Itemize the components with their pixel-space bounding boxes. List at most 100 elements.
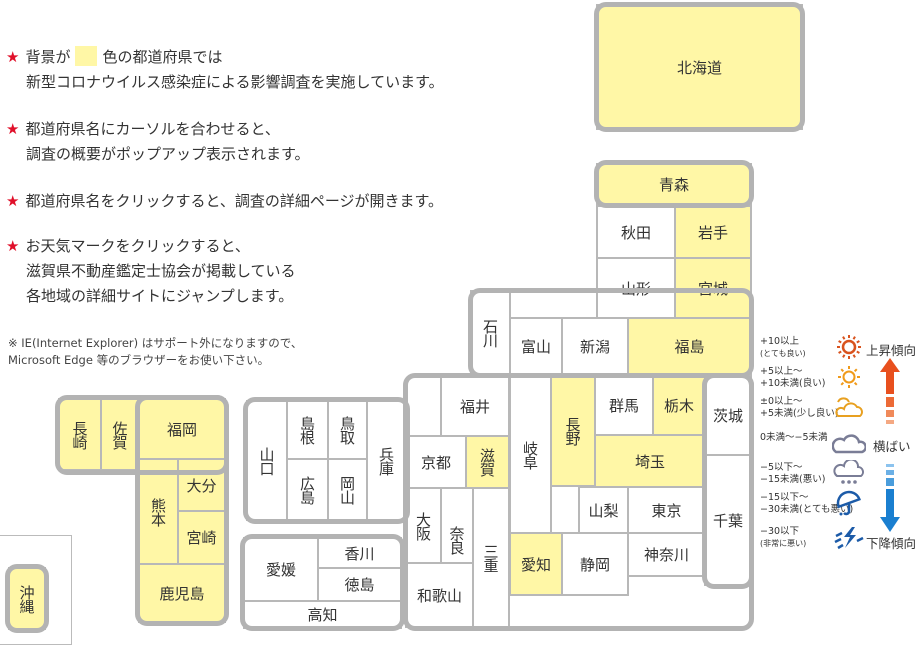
star-icon: ★: [6, 120, 20, 138]
prefecture-name: 茨城: [712, 407, 743, 425]
prefecture-36[interactable]: 香川: [317, 537, 402, 569]
prefecture-name: 熊本: [149, 497, 167, 526]
prefecture-21[interactable]: 千葉: [704, 454, 752, 586]
prefecture-35[interactable]: 愛媛: [243, 537, 319, 602]
down-bar: [886, 470, 894, 475]
prefecture-42[interactable]: 熊本: [138, 458, 179, 565]
prefecture-name: 福井: [459, 397, 490, 416]
sun-icon[interactable]: [832, 364, 866, 390]
prefecture-name: 宮崎: [186, 529, 217, 547]
prefecture-name: 山形: [620, 279, 651, 298]
prefecture-12[interactable]: 滋賀: [465, 435, 510, 489]
cloud-icon[interactable]: [831, 430, 867, 456]
down-arrowhead: [880, 517, 900, 532]
legend-line2: (とても良い): [760, 349, 806, 358]
prefecture-19[interactable]: 山梨: [578, 486, 629, 534]
note-weather: ★お天気マークをクリックすると、 滋賀県不動産鑑定士協会が掲載している 各地域の…: [6, 234, 296, 309]
note-text: 調査の概要がポップアップ表示されます。: [26, 145, 310, 163]
prefecture-31[interactable]: 鳥取: [327, 400, 368, 460]
browser-note-line: ※ IE(Internet Explorer) はサポート外になりますので、: [8, 336, 303, 350]
prefecture-1[interactable]: 青森: [596, 163, 752, 206]
prefecture-38[interactable]: 高知: [243, 600, 402, 629]
prefecture-27[interactable]: 三重: [472, 487, 510, 629]
note-highlight: ★背景が色の都道府県では 新型コロナウイルス感染症による影響調査を実施しています…: [6, 45, 444, 95]
prefecture-45[interactable]: 鹿児島: [138, 563, 226, 623]
prefecture-8[interactable]: 石川: [470, 290, 511, 376]
prefecture-17[interactable]: 茨城: [704, 375, 752, 456]
storm-icon[interactable]: [832, 524, 866, 550]
prefecture-44[interactable]: 宮崎: [177, 510, 226, 565]
prefecture-33[interactable]: 岡山: [327, 458, 368, 521]
legend-line2: −30未満(とても悪い): [760, 504, 854, 515]
note-click: ★都道府県名をクリックすると、調査の詳細ページが開きます。: [6, 189, 443, 214]
prefecture-22[interactable]: 愛知: [509, 532, 563, 596]
prefecture-11[interactable]: 京都: [405, 435, 467, 489]
prefecture-name: 青森: [658, 176, 689, 194]
prefecture-name: 大分: [186, 476, 217, 495]
prefecture-3[interactable]: 岩手: [674, 205, 752, 259]
prefecture-name: 長崎: [70, 420, 89, 449]
prefecture-30[interactable]: 島根: [286, 400, 329, 460]
prefecture-39[interactable]: 長崎: [58, 398, 102, 471]
legend-item: −30以下(非常に悪い): [760, 526, 806, 550]
prefecture-name: 神奈川: [643, 546, 689, 564]
prefecture-name: 長野: [563, 417, 582, 445]
down-bar: [886, 489, 894, 517]
strong-sun-icon[interactable]: [832, 334, 866, 360]
up-bar: [886, 410, 894, 417]
prefecture-6[interactable]: 新潟: [561, 317, 629, 376]
prefecture-23[interactable]: 静岡: [561, 532, 629, 596]
star-icon: ★: [6, 192, 20, 210]
prefecture-46[interactable]: 沖縄: [8, 567, 46, 630]
browser-note-line: Microsoft Edge 等のブラウザーをお使い下さい。: [8, 353, 270, 367]
prefecture-name: 愛知: [520, 555, 551, 574]
prefecture-32[interactable]: 広島: [286, 458, 329, 521]
prefecture-7[interactable]: 福島: [627, 317, 752, 376]
legend-line2: (非常に悪い): [760, 539, 807, 548]
note-hover: ★都道府県名にカーソルを合わせると、 調査の概要がポップアップ表示されます。: [6, 117, 310, 167]
prefecture-41[interactable]: 福岡: [138, 398, 226, 460]
prefecture-16[interactable]: 栃木: [652, 375, 706, 436]
prefecture-18[interactable]: 埼玉: [594, 434, 706, 488]
prefecture-43[interactable]: 大分: [177, 458, 226, 512]
prefecture-name: 佐賀: [110, 420, 129, 449]
prefecture-28[interactable]: 和歌山: [405, 562, 474, 628]
prefecture-25[interactable]: 大阪: [405, 487, 442, 564]
prefecture-15[interactable]: 群馬: [594, 375, 654, 436]
note-text: 滋賀県不動産鑑定士協会が掲載している: [26, 262, 296, 280]
prefecture-24[interactable]: 神奈川: [627, 532, 706, 577]
prefecture-name: 沖縄: [17, 584, 36, 613]
rain-icon[interactable]: [832, 458, 866, 486]
legend-line2: +5未満(少し良い): [760, 408, 839, 419]
prefecture-9[interactable]: 富山: [509, 317, 563, 376]
prefecture-name: 栃木: [663, 397, 694, 415]
legend-line1: +5以上～: [760, 366, 803, 377]
trend-arrow: [880, 358, 900, 532]
sun-cloud-icon[interactable]: [832, 394, 866, 420]
prefecture-14[interactable]: 長野: [550, 375, 596, 487]
legend-line2: +10未満(良い): [760, 378, 826, 389]
prefecture-4[interactable]: 山形: [596, 257, 676, 319]
up-bar: [886, 372, 894, 394]
prefecture-37[interactable]: 徳島: [317, 567, 402, 602]
prefecture-name: 静岡: [579, 555, 610, 574]
prefecture-34[interactable]: 兵庫: [366, 400, 407, 521]
prefecture-name: 滋賀: [478, 448, 496, 476]
prefecture-name: 鳥取: [338, 416, 356, 444]
prefecture-2[interactable]: 秋田: [596, 205, 676, 259]
legend-item: +10以上(とても良い): [760, 336, 806, 360]
legend-line1: 0未満～−5未満: [760, 432, 828, 443]
prefecture-5[interactable]: 宮城: [674, 257, 752, 319]
note-text: お天気マークをクリックすると、: [25, 237, 250, 255]
prefecture-40[interactable]: 佐賀: [100, 398, 140, 471]
star-icon: ★: [6, 237, 20, 255]
prefecture-13[interactable]: 岐阜: [509, 375, 552, 535]
prefecture-name: 石川: [481, 319, 499, 347]
prefecture-29[interactable]: 山口: [246, 400, 288, 521]
prefecture-0[interactable]: 北海道: [596, 4, 803, 130]
legend-item: ±0以上～+5未満(少し良い): [760, 396, 838, 420]
legend-line1: ±0以上～: [760, 396, 803, 407]
prefecture-10[interactable]: 福井: [440, 375, 510, 437]
prefecture-20[interactable]: 東京: [627, 486, 706, 534]
umbrella-icon[interactable]: [832, 490, 866, 516]
